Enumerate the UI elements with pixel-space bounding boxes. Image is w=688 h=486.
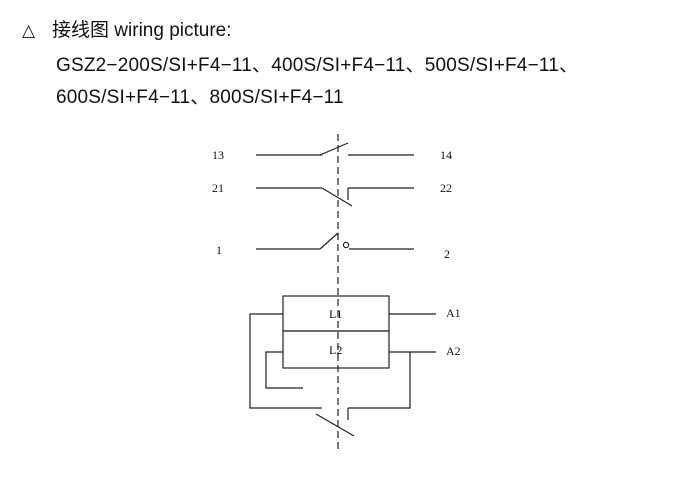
contact-13-14-blade	[319, 142, 349, 156]
heading-title-en: wiring picture:	[114, 20, 232, 41]
contact-2-pivot-circle	[342, 241, 350, 249]
terminal-22-label: 22	[440, 181, 452, 195]
terminal-a1-label: A1	[446, 306, 461, 320]
coil-l2-label: L2	[329, 343, 342, 357]
model-list-line-2: 600S/SI+F4−11、800S/SI+F4−11	[56, 87, 344, 108]
loop-right-wire	[348, 352, 411, 409]
coil-l1-label: L1	[329, 307, 342, 321]
triangle-marker-icon: △	[22, 21, 36, 40]
page-heading: △ 接线图 wiring picture:	[22, 18, 232, 43]
loop-left-inner-wire	[265, 351, 303, 389]
model-list-line-1: GSZ2−200S/SI+F4−11、400S/SI+F4−11、500S/SI…	[56, 55, 579, 76]
heading-title-zh: 接线图	[52, 19, 110, 41]
coil-l2-box	[282, 330, 390, 369]
terminal-14-label: 14	[440, 148, 452, 162]
terminal-13-label: 13	[212, 148, 224, 162]
loop-left-outer-wire	[249, 313, 322, 409]
bottom-contact-blade	[315, 413, 355, 437]
terminal-21-label: 21	[212, 181, 224, 195]
terminal-1-label: 1	[216, 243, 222, 257]
terminal-a2-label: A2	[446, 344, 461, 358]
contact-1-2-blade	[319, 232, 339, 250]
contact-21-22-blade	[321, 187, 353, 207]
terminal-2-label: 2	[444, 247, 450, 261]
